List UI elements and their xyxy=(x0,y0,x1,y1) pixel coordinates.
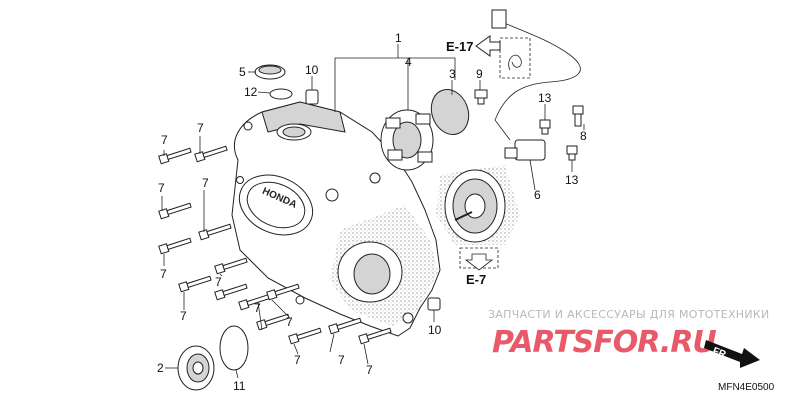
thrust-plate xyxy=(430,89,470,135)
flywheel-rotor xyxy=(444,169,506,243)
callout-13-a: 13 xyxy=(538,91,552,105)
dowel-pin-lower xyxy=(427,297,441,311)
one-way-clutch xyxy=(380,109,434,171)
bolt-8 xyxy=(572,105,584,127)
bolt-13-upper xyxy=(539,119,551,135)
callout-6: 6 xyxy=(534,188,541,202)
callout-11: 11 xyxy=(233,379,246,393)
callout-10-b: 10 xyxy=(428,323,442,337)
callout-7-l: 7 xyxy=(366,363,373,377)
ref-e7-box xyxy=(459,247,499,271)
watermark-text: ЗАПЧАСТИ И АКСЕССУАРЫ ДЛЯ МОТОТЕХНИКИ xyxy=(488,308,770,321)
o-ring-12 xyxy=(269,88,293,100)
bolt-13-lower xyxy=(566,145,578,161)
o-ring-11 xyxy=(219,325,249,371)
ref-e17-box xyxy=(499,37,531,79)
callout-5: 5 xyxy=(239,65,246,79)
callout-7-i: 7 xyxy=(286,315,293,329)
ref-e17-arrow xyxy=(475,35,501,57)
callout-1: 1 xyxy=(395,31,402,45)
pulse-generator-harness xyxy=(491,9,581,161)
cover-bolts xyxy=(158,145,392,345)
callout-7-g: 7 xyxy=(180,309,187,323)
callout-9: 9 xyxy=(476,67,483,81)
callout-8: 8 xyxy=(580,129,587,143)
callout-12: 12 xyxy=(244,85,258,99)
callout-7-e: 7 xyxy=(160,267,167,281)
leader-lines xyxy=(161,44,585,379)
callout-10-a: 10 xyxy=(305,63,319,77)
watermark-logo: PARTSFOR.RU xyxy=(492,325,716,360)
ref-e7-label: E-7 xyxy=(466,272,486,287)
front-direction-arrow: FR. xyxy=(704,340,760,368)
callout-2: 2 xyxy=(157,361,164,375)
callout-4: 4 xyxy=(405,55,412,69)
timing-hole-cap xyxy=(177,345,215,391)
dowel-pin-upper xyxy=(305,89,319,105)
callout-13-b: 13 xyxy=(565,173,579,187)
callout-7-d: 7 xyxy=(202,176,209,190)
callout-7-j: 7 xyxy=(294,353,301,367)
oil-filler-cap xyxy=(254,64,286,80)
callout-7-a: 7 xyxy=(161,133,168,147)
figure-code: MFN4E0500 xyxy=(718,382,775,393)
callout-3: 3 xyxy=(449,67,456,81)
ref-e17-label: E-17 xyxy=(446,39,473,54)
callout-7-c: 7 xyxy=(158,181,165,195)
bolt-9 xyxy=(474,89,488,105)
callout-7-f: 7 xyxy=(215,275,222,289)
callout-7-h: 7 xyxy=(254,301,261,315)
callout-7-k: 7 xyxy=(338,353,345,367)
callout-7-b: 7 xyxy=(197,121,204,135)
